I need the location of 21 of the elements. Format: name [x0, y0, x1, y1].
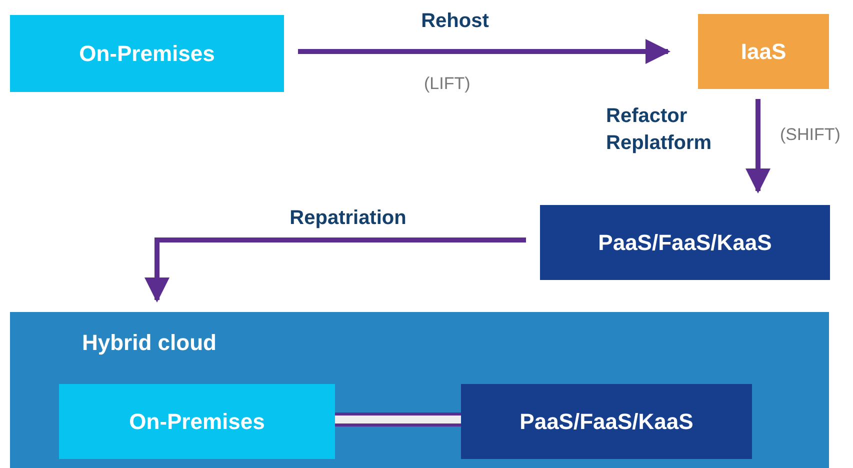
arrow — [298, 39, 670, 64]
double-line-connector — [335, 412, 461, 426]
box-label: PaaS/FaaS/KaaS — [518, 408, 694, 434]
edge-label: Repatriation — [288, 206, 408, 231]
process-box — [10, 15, 284, 92]
box-label: PaaS/FaaS/KaaS — [597, 230, 773, 256]
process-box — [461, 384, 752, 459]
box-label: On-Premises — [128, 408, 266, 434]
process-box — [59, 384, 335, 459]
box-label: On-Premises — [78, 40, 216, 66]
arrow — [746, 99, 770, 194]
edge-label: Rehost — [420, 9, 490, 34]
note-label: (LIFT) — [424, 74, 470, 94]
edge-label: Refactor Replatform — [606, 104, 713, 156]
arrow — [144, 238, 526, 302]
box-label: IaaS — [740, 38, 788, 64]
group-panel — [10, 312, 829, 468]
group-title: Hybrid cloud — [82, 330, 216, 356]
process-box — [540, 205, 830, 280]
process-box — [698, 14, 829, 89]
note-label: (SHIFT) — [780, 125, 840, 145]
